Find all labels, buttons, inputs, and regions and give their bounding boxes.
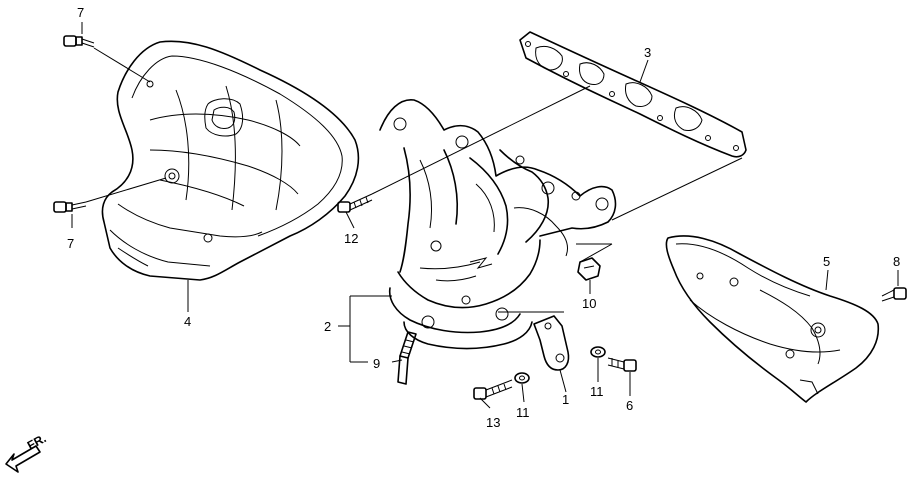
manifold-bracket <box>533 315 570 371</box>
callout-5: 5 <box>823 254 830 269</box>
callout-9: 9 <box>373 356 380 371</box>
upper-heat-shield <box>101 40 360 281</box>
callout-7-left: 7 <box>67 236 74 251</box>
flange-bolt-7-left <box>53 201 87 213</box>
bolt-6 <box>607 357 637 372</box>
callout-11-right: 11 <box>590 384 604 399</box>
callout-2: 2 <box>324 319 331 334</box>
front-arrow-icon <box>5 445 41 473</box>
nut-10 <box>577 257 601 281</box>
washer-11-right <box>590 346 606 358</box>
exhaust-manifold <box>379 99 617 350</box>
bolt-8 <box>881 287 907 302</box>
exhaust-manifold-gasket <box>519 31 747 158</box>
callout-8: 8 <box>893 254 900 269</box>
callout-3: 3 <box>644 45 651 60</box>
callout-12: 12 <box>344 231 358 246</box>
bolt-12 <box>337 193 373 213</box>
lower-heat-shield <box>665 235 880 403</box>
callout-labels: 7 7 4 3 12 2 9 10 13 11 1 11 6 5 8 <box>67 5 900 430</box>
callout-10: 10 <box>582 296 596 311</box>
front-label: FR. <box>25 431 49 452</box>
callout-7-top: 7 <box>77 5 84 20</box>
callout-6: 6 <box>626 398 633 413</box>
stud-9 <box>397 331 417 385</box>
washer-11-left <box>514 372 530 384</box>
front-direction-indicator: FR. <box>5 431 49 473</box>
leader-lines <box>71 22 899 409</box>
bolt-13 <box>473 379 513 400</box>
callout-1: 1 <box>562 392 569 407</box>
callout-4: 4 <box>184 314 191 329</box>
callout-11-left: 11 <box>516 405 530 420</box>
callout-13: 13 <box>486 415 500 430</box>
flange-bolt-7-top <box>63 35 95 48</box>
